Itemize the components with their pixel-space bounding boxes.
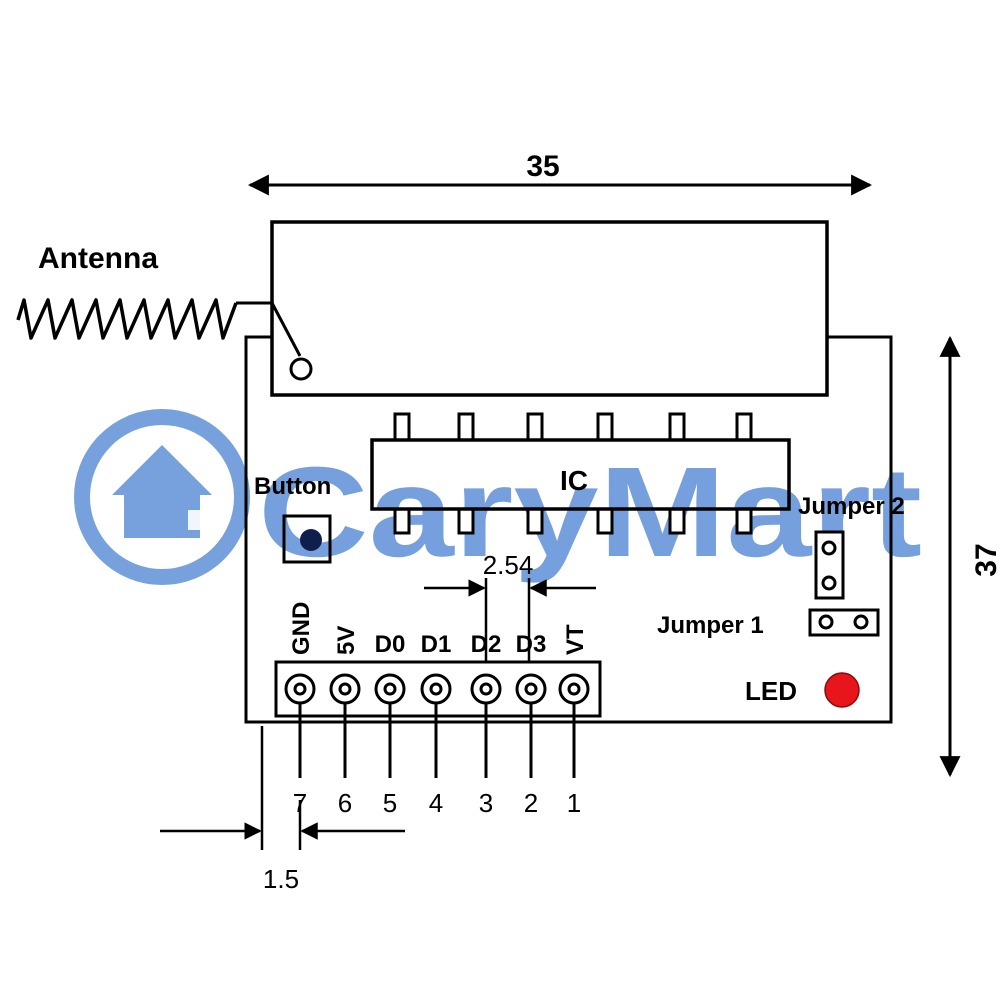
button-label: Button — [254, 473, 331, 500]
ic-chip: IC — [370, 412, 791, 535]
pin-number: 3 — [479, 788, 493, 818]
jumper-2: Jumper 2 — [798, 493, 905, 600]
ic-leg-top — [735, 412, 753, 442]
jumper-1-pin-b — [853, 614, 869, 630]
pin-hole — [293, 682, 307, 696]
rf-module-box — [270, 220, 829, 397]
pin-hole — [383, 682, 397, 696]
pin-name: D3 — [516, 631, 547, 658]
antenna-pad — [289, 357, 313, 381]
antenna: Antenna — [16, 242, 272, 340]
pin-name: VT — [562, 624, 589, 655]
pin-hole — [429, 682, 443, 696]
pin-hole — [524, 682, 538, 696]
ic-leg-bottom — [596, 507, 614, 535]
height-value: 37 — [970, 543, 1000, 576]
height-dimension: 37 — [939, 335, 1000, 778]
rf-module — [270, 220, 829, 397]
ic-leg-bottom — [668, 507, 686, 535]
watermark: CaryMart — [74, 409, 922, 585]
ic-leg-top — [457, 412, 475, 442]
ic-body — [370, 438, 791, 511]
ic-leg-bottom — [457, 507, 475, 535]
antenna-lead — [270, 302, 302, 357]
pin-name: GND — [288, 602, 315, 655]
ic-leg-bottom — [526, 507, 544, 535]
pin-name: D0 — [375, 631, 406, 658]
pin-number: 1 — [567, 788, 581, 818]
led-indicator — [824, 672, 860, 708]
pin-number: 5 — [383, 788, 397, 818]
jumper-2-pin-a — [821, 540, 837, 556]
ic-leg-top — [668, 412, 686, 442]
antenna-coil — [16, 298, 238, 340]
pin-number: 2 — [524, 788, 538, 818]
ic-label: IC — [560, 465, 588, 496]
jumper-1-label: Jumper 1 — [657, 612, 764, 639]
ic-leg-top — [596, 412, 614, 442]
pin-name: 5V — [333, 626, 360, 655]
button-cap — [300, 529, 322, 551]
pin-name: D1 — [421, 631, 452, 658]
ic-leg-top — [526, 412, 544, 442]
led: LED — [745, 672, 860, 708]
jumper-1-pin-a — [818, 614, 834, 630]
pin-hole — [479, 682, 493, 696]
watermark-house-icon — [112, 445, 212, 538]
jumper-2-label: Jumper 2 — [798, 493, 905, 520]
jumper-2-pin-b — [821, 575, 837, 591]
pin-number: 4 — [429, 788, 443, 818]
pin-hole — [567, 682, 581, 696]
ic-leg-bottom — [393, 507, 411, 535]
led-label: LED — [745, 676, 797, 706]
edge-offset-dimension: 1.5 — [160, 726, 405, 894]
pin-header: 7GND65V5D04D13D22D31VT — [274, 602, 602, 818]
width-dimension: 35 — [247, 150, 873, 196]
ic-leg-top — [393, 412, 411, 442]
pin-hole — [338, 682, 352, 696]
watermark-logo-ring — [74, 409, 250, 585]
ic-leg-bottom — [735, 507, 753, 535]
pin-number: 6 — [338, 788, 352, 818]
jumper-1: Jumper 1 — [657, 608, 880, 639]
antenna-label: Antenna — [38, 242, 158, 275]
button-component: Button — [254, 473, 332, 564]
pitch-dimension: 2.54 — [424, 550, 596, 662]
pitch-value: 2.54 — [483, 550, 534, 580]
width-value: 35 — [526, 150, 559, 183]
watermark-house-door — [188, 510, 206, 530]
watermark-text: CaryMart — [258, 441, 922, 584]
button-frame — [282, 514, 332, 564]
edge-offset-value: 1.5 — [263, 864, 299, 894]
